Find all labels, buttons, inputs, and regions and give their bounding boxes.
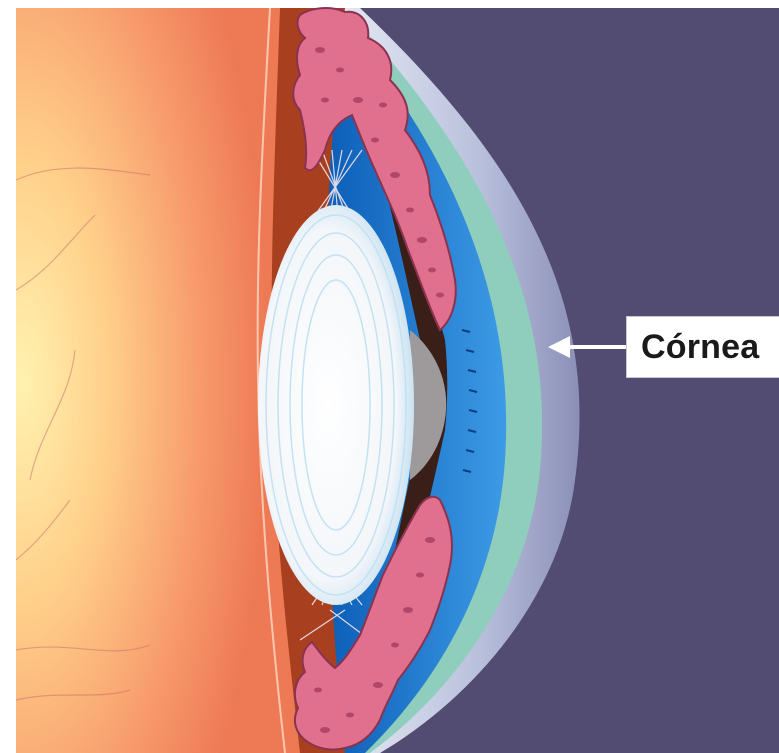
cornea-label-text: Córnea — [641, 328, 759, 367]
lens — [258, 205, 414, 605]
left-white-strip — [0, 0, 16, 753]
cornea-label: Córnea — [626, 316, 779, 378]
top-white-strip — [0, 0, 779, 8]
